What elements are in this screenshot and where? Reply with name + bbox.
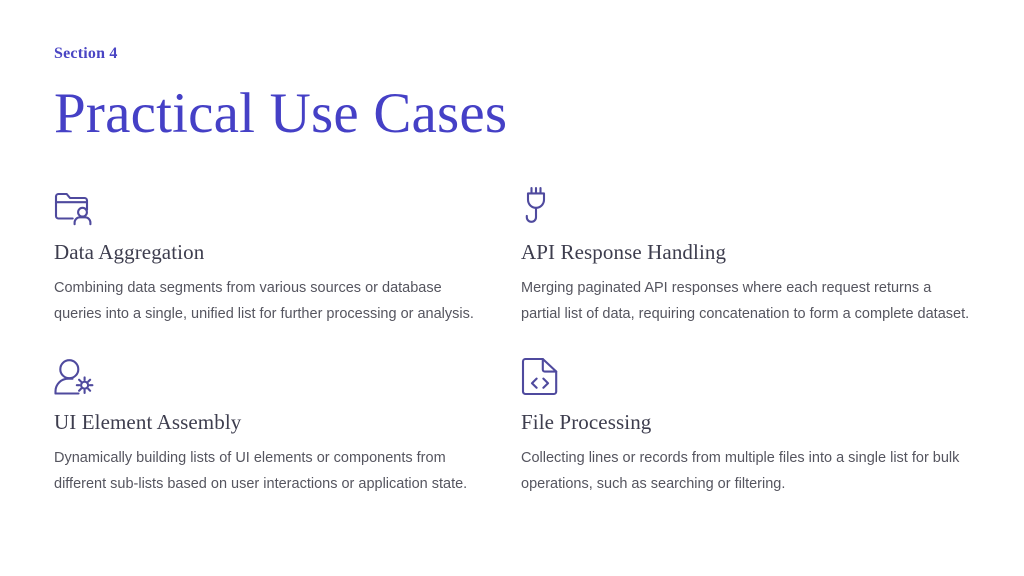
card-title: API Response Handling	[521, 239, 727, 264]
card-body: Combining data segments from various sou…	[54, 280, 474, 322]
file-code-icon	[521, 350, 970, 396]
use-case-card-data-aggregation: Data Aggregation Combining data segments…	[54, 180, 521, 328]
card-title: UI Element Assembly	[54, 409, 242, 434]
user-gear-icon	[54, 350, 521, 396]
plug-icon	[521, 180, 970, 226]
card-body: Merging paginated API responses where ea…	[521, 280, 970, 322]
card-title: Data Aggregation	[54, 239, 205, 264]
use-case-card-ui-element-assembly: UI Element Assembly Dynamically building…	[54, 350, 521, 498]
use-case-grid: Data Aggregation Combining data segments…	[54, 180, 970, 498]
card-title: File Processing	[521, 409, 652, 434]
use-case-card-file-processing: File Processing Collecting lines or reco…	[521, 350, 970, 498]
use-case-card-api-response-handling: API Response Handling Merging paginated …	[521, 180, 970, 328]
card-body: Dynamically building lists of UI element…	[54, 449, 468, 492]
section-eyebrow: Section 4	[54, 45, 118, 62]
folder-user-icon	[54, 180, 521, 226]
page-title: Practical Use Cases	[54, 82, 508, 145]
card-body: Collecting lines or records from multipl…	[521, 449, 960, 492]
